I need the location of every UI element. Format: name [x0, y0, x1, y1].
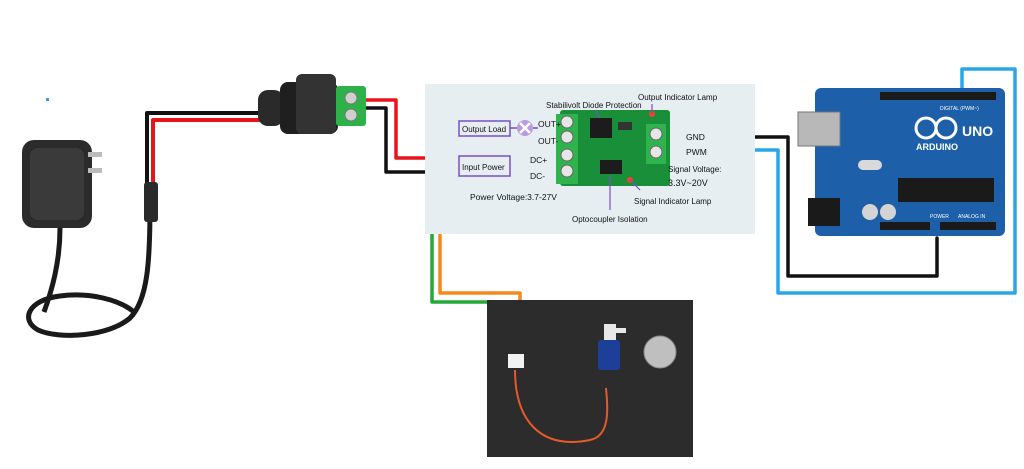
- terminal-screw-outminus: [560, 130, 574, 144]
- signal-voltage-value: 3.3V~20V: [668, 178, 708, 188]
- size-reference-coin: [643, 335, 677, 369]
- pin-outplus: OUT+: [538, 119, 561, 129]
- module-mosfet-chip: [590, 118, 612, 138]
- optocoupler-label: Optocoupler Isolation: [572, 215, 648, 224]
- output-load-label: Output Load: [462, 125, 506, 134]
- wire-adapter-red: [151, 106, 264, 190]
- pin-pwm: PWM: [686, 147, 707, 157]
- signal-lamp-pointer: [629, 179, 641, 191]
- pump-body: [598, 340, 620, 370]
- jack-grip: [296, 74, 336, 134]
- mosfet-module: Stabilivolt Diode Protection Output Indi…: [425, 84, 755, 234]
- dc-barrel-jack: [258, 74, 366, 134]
- arduino-power-jack: [808, 198, 840, 226]
- output-indicator-label: Output Indicator Lamp: [638, 93, 718, 102]
- pump-lead-wires: [514, 369, 609, 443]
- pump-photo-bg: [487, 300, 693, 457]
- arduino-capacitor-b: [880, 204, 896, 220]
- terminal-screw-gnd: [649, 127, 663, 141]
- arduino-analog-header: [940, 222, 996, 230]
- adapter-cable-down: [41, 227, 63, 313]
- wire-pwm-blue: [660, 67, 1017, 295]
- arduino-usb-port: [797, 111, 841, 147]
- signal-indicator-label: Signal Indicator Lamp: [634, 197, 712, 206]
- module-pcb: [560, 110, 670, 186]
- arduino-model-label: UNO: [962, 123, 993, 139]
- pin-dcminus: DC-: [530, 171, 545, 181]
- jack-terminal-green: [336, 86, 366, 126]
- adapter-face: [30, 148, 84, 220]
- module-title: Stabilivolt Diode Protection: [546, 101, 642, 110]
- jack-screw-bottom: [344, 108, 358, 122]
- adapter-cable-loop: [26, 204, 153, 338]
- signal-voltage-label: Signal Voltage:: [668, 165, 721, 174]
- wire-adapter-black: [145, 111, 260, 190]
- arduino-power-label: POWER: [930, 214, 949, 220]
- arduino-uno: ARDUINO UNO DIGITAL (PWM~) POWER ANALOG …: [797, 88, 1005, 236]
- adapter-plug-tip: [144, 182, 158, 222]
- terminal-screw-dcplus: [560, 148, 574, 162]
- stray-dot: [46, 98, 49, 101]
- pin-dcplus: DC+: [530, 155, 547, 165]
- terminal-screw-pwm: [649, 145, 663, 159]
- pump-valve-top: [604, 324, 616, 340]
- arduino-digital-header: [880, 92, 996, 100]
- arduino-atmega-chip: [898, 178, 994, 202]
- arduino-logo-icon-right: [934, 116, 958, 140]
- module-diode: [618, 122, 632, 130]
- title-pointer: [594, 109, 601, 119]
- pin-outminus: OUT-: [538, 136, 558, 146]
- jack-barrel: [258, 90, 284, 126]
- pump-connector: [508, 354, 524, 368]
- pump-photo: [487, 300, 693, 457]
- power-adapter: [22, 140, 158, 338]
- input-power-box: [458, 155, 511, 177]
- input-power-label: Input Power: [462, 163, 505, 172]
- terminal-screw-dcminus: [560, 164, 574, 178]
- arduino-brand-label: ARDUINO: [916, 142, 958, 152]
- module-optocoupler-chip: [600, 160, 622, 174]
- load-symbol-cross: [519, 122, 531, 134]
- terminal-screw-outplus: [560, 115, 574, 129]
- pump-nozzle: [614, 328, 626, 333]
- arduino-crystal: [858, 160, 882, 170]
- adapter-prong-bottom: [88, 168, 102, 173]
- adapter-prong-top: [88, 152, 102, 157]
- arduino-analog-label: ANALOG IN: [958, 214, 986, 220]
- power-voltage-label: Power Voltage:3.7-27V: [470, 192, 557, 202]
- arduino-power-header: [880, 222, 930, 230]
- jack-screw-top: [344, 91, 358, 105]
- arduino-digital-label: DIGITAL (PWM~): [940, 106, 979, 112]
- arduino-capacitor-a: [862, 204, 878, 220]
- pin-gnd: GND: [686, 132, 705, 142]
